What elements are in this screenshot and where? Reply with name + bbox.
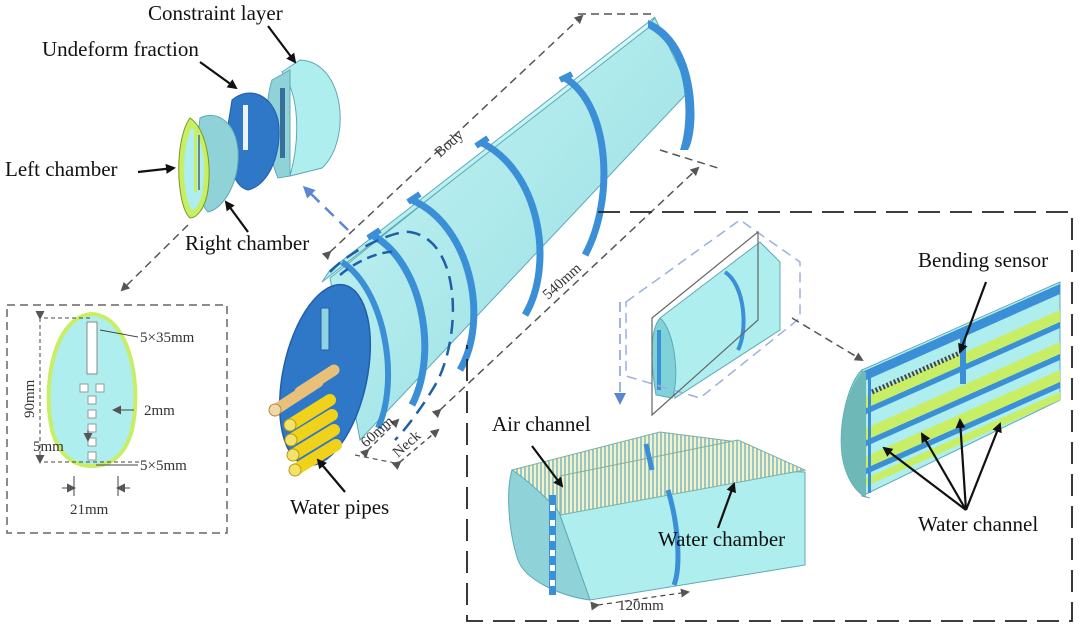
arrow-left-chamber <box>137 163 176 174</box>
arrow-water-channel-2 <box>920 432 967 511</box>
arrow-right-chamber <box>224 200 249 233</box>
water-channel-block <box>840 281 1061 499</box>
arrow-water-chamber <box>716 482 736 529</box>
arrow-air-channel <box>531 445 564 488</box>
detail-frame <box>6 304 228 534</box>
detail-pointer-line <box>120 224 189 292</box>
dim-21: 21mm <box>70 502 109 518</box>
dim-120: 120mm <box>618 598 664 614</box>
dim-body: Body <box>432 127 467 161</box>
length-dim-line <box>431 166 700 419</box>
cross-section-detail <box>6 304 228 534</box>
dim-5x5: 5×5mm <box>140 458 187 474</box>
main-body <box>268 13 719 477</box>
arrow-constraint-layer <box>267 25 297 64</box>
zoom-frame <box>466 211 1073 622</box>
front-face-slot <box>320 307 330 351</box>
small-segment <box>614 219 864 417</box>
neck-ext-line <box>354 454 401 465</box>
label-water-chamber: Water chamber <box>658 527 785 551</box>
dim-540: 540mm <box>540 260 585 303</box>
body-dim-line <box>321 14 584 261</box>
label-water-pipes: Water pipes <box>290 495 389 519</box>
dim-5: 5mm <box>33 439 64 455</box>
explode-arrow <box>302 185 349 231</box>
label-undeform-fraction: Undeform fraction <box>42 37 199 61</box>
label-left-chamber: Left chamber <box>5 157 118 181</box>
arrow-bending-sensor <box>958 281 988 354</box>
arrow-water-channel-3 <box>955 418 968 511</box>
label-constraint-layer: Constraint layer <box>148 1 283 25</box>
exploded-assembly <box>178 59 341 219</box>
arrow-water-channel-4 <box>964 422 1002 511</box>
far-end-ext-line <box>659 149 719 169</box>
hole-squares <box>79 383 105 461</box>
label-air-channel: Air channel <box>492 412 591 436</box>
body-far-end <box>648 20 695 150</box>
chamber-outline <box>46 311 138 469</box>
label-bending-sensor: Bending sensor <box>918 248 1048 272</box>
water-pipe-tan <box>269 364 340 416</box>
air-water-block <box>508 431 807 611</box>
water-pipes <box>268 364 342 477</box>
segment-ring-5 <box>340 259 392 430</box>
slot-rect <box>86 321 98 375</box>
arrow-water-pipes <box>316 458 346 493</box>
sixty-dim-line <box>359 418 400 459</box>
arrow-undeform-fraction <box>199 61 238 90</box>
dim-2: 2mm <box>144 403 175 419</box>
water-pipe-yellow <box>268 394 342 477</box>
constraint-layer-part <box>281 59 341 177</box>
label-arrows <box>137 25 1002 529</box>
dim-90: 90mm <box>22 379 38 418</box>
arrow-water-channel-1 <box>882 446 967 511</box>
dim-5x35: 5×35mm <box>140 330 195 346</box>
label-water-channel: Water channel <box>918 512 1038 536</box>
label-right-chamber: Right chamber <box>185 231 309 255</box>
